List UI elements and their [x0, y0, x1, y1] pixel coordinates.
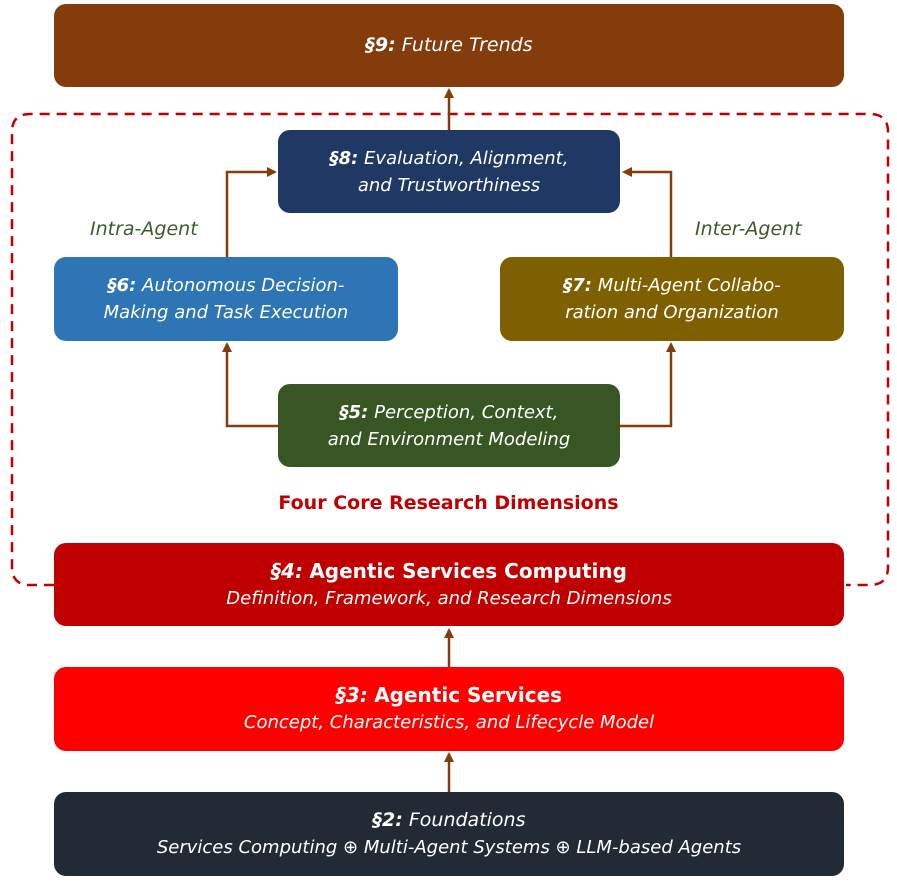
intra-agent-label: Intra-Agent — [90, 218, 198, 240]
future-section-number: §9: — [365, 34, 396, 56]
autonomous-section-number: §6: — [107, 275, 137, 296]
future-title: Future Trends — [401, 34, 533, 56]
autonomous-box: §6: Autonomous Decision- Making and Task… — [54, 257, 398, 341]
perception-box: §5: Perception, Context, and Environment… — [278, 384, 620, 467]
foundations-title: Foundations — [408, 809, 526, 831]
foundations-subtitle: Services Computing ⊕ Multi-Agent Systems… — [156, 837, 742, 858]
future-trends-box: §9: Future Trends — [54, 4, 844, 87]
eval-line2: and Trustworthiness — [357, 174, 541, 196]
inter-agent-label: Inter-Agent — [695, 218, 802, 240]
multiagent-line2: ration and Organization — [565, 302, 779, 323]
perception-section-number: §5: — [339, 401, 369, 423]
autonomous-line1: Autonomous Decision- — [142, 275, 345, 296]
autonomous-line2: Making and Task Execution — [103, 302, 349, 323]
eval-line1: Evaluation, Alignment, — [364, 147, 569, 169]
arrow-multiagent-to-eval — [622, 167, 673, 257]
services-title: Agentic Services — [374, 683, 563, 707]
foundations-box: §2: Foundations Services Computing ⊕ Mul… — [54, 792, 844, 876]
multiagent-line1: Multi-Agent Collabo- — [597, 275, 781, 296]
arrow-perception-to-autonomous — [222, 342, 278, 428]
agentic-computing-box: §4: Agentic Services Computing Definitio… — [54, 543, 844, 626]
arrow-perception-to-multiagent — [620, 342, 676, 428]
computing-title: Agentic Services Computing — [309, 558, 627, 583]
arrow-autonomous-to-eval — [225, 167, 277, 257]
services-subtitle: Concept, Characteristics, and Lifecycle … — [243, 712, 655, 733]
eval-section-number: §8: — [329, 147, 359, 169]
research-dimensions-label: Four Core Research Dimensions — [278, 492, 619, 514]
perception-line1: Perception, Context, — [374, 401, 559, 423]
computing-subtitle: Definition, Framework, and Research Dime… — [226, 587, 672, 609]
services-section-number: §3: — [335, 683, 368, 707]
multi-agent-box: §7: Multi-Agent Collabo- ration and Orga… — [500, 257, 844, 341]
agentic-services-box: §3: Agentic Services Concept, Characteri… — [54, 667, 844, 751]
foundations-section-number: §2: — [372, 809, 403, 831]
computing-section-number: §4: — [271, 558, 303, 583]
evaluation-box: §8: Evaluation, Alignment, and Trustwort… — [278, 130, 620, 213]
multiagent-section-number: §7: — [563, 275, 592, 296]
perception-line2: and Environment Modeling — [327, 428, 571, 450]
